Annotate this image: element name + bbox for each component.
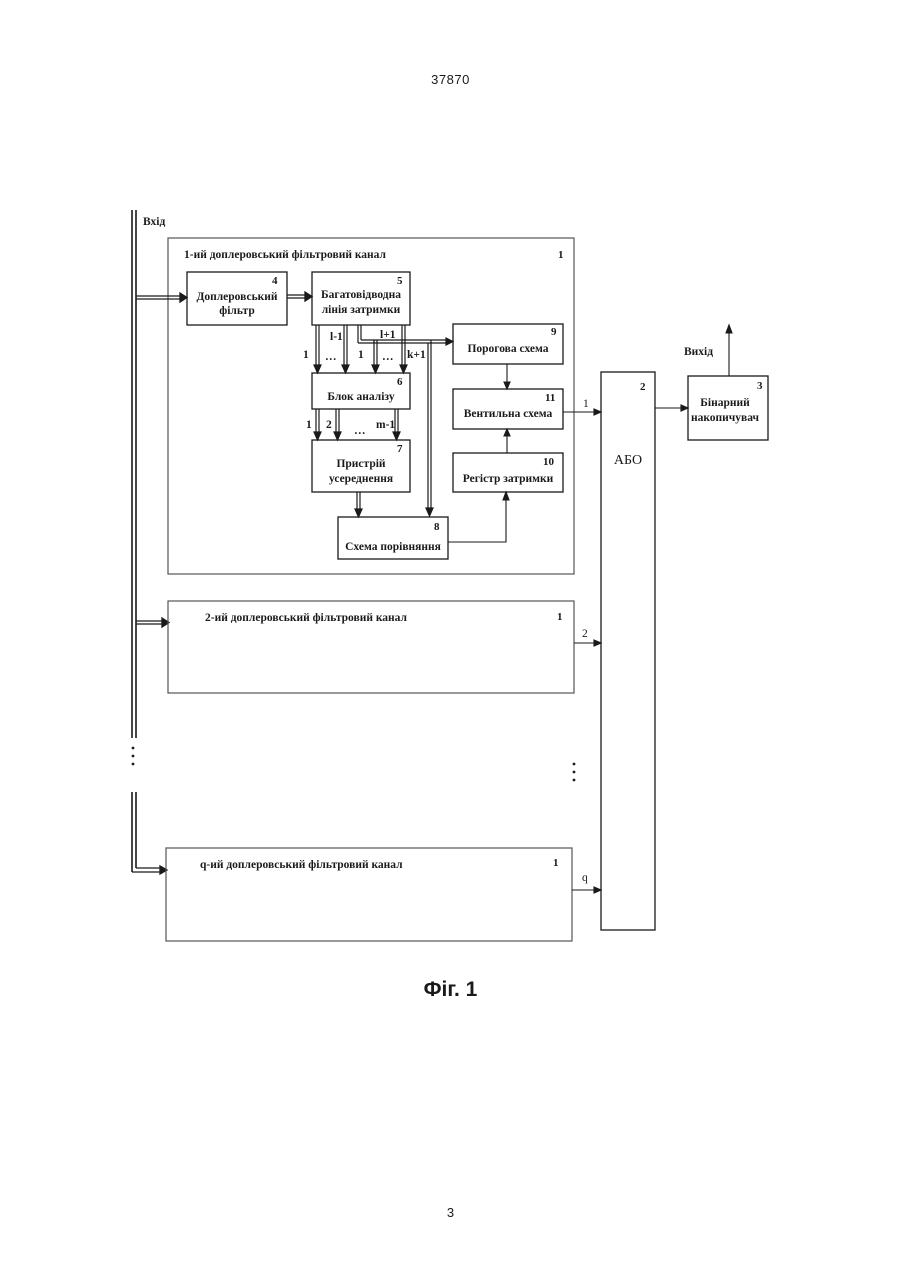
- arrow-threshold-to-gate: [504, 364, 510, 389]
- figure-caption: Фіг. 1: [0, 978, 901, 1002]
- arrow-averaging-to-comparison: [355, 492, 362, 517]
- doppler-filter-line1: Доплеровський: [196, 291, 277, 303]
- delay-line-num: 5: [397, 275, 403, 287]
- bus-to-channel-1: [136, 293, 187, 302]
- output-label: Вихід: [684, 346, 713, 358]
- channel-q-out-label: q: [582, 872, 588, 884]
- tap-label-l-plus-1: l+1: [380, 329, 396, 341]
- or-block-num: 2: [640, 381, 646, 393]
- arrow-filter-to-delay: [287, 292, 312, 301]
- avg-tap-2: 2: [326, 419, 332, 431]
- accumulator-line2: накопичувач: [691, 412, 760, 424]
- bus-to-channel-2: [136, 618, 169, 627]
- comparison-num: 8: [434, 521, 440, 533]
- channel-2-out-label: 2: [582, 628, 588, 640]
- channel-q-output-line: [572, 887, 601, 893]
- accumulator-num: 3: [757, 380, 763, 392]
- input-bus: [132, 210, 136, 872]
- gate-num: 11: [545, 392, 555, 404]
- page-number-bottom: 3: [0, 1205, 901, 1220]
- comparison-label: Схема порівняння: [345, 541, 441, 553]
- analysis-num: 6: [397, 376, 403, 388]
- bus-ellipsis: [132, 747, 135, 766]
- tap-label-1: 1: [303, 349, 309, 361]
- threshold-label: Порогова схема: [467, 343, 548, 355]
- tap-label-1b: 1: [358, 349, 364, 361]
- output-arrow: [726, 325, 732, 376]
- averaging-line1: Пристрій: [336, 458, 385, 470]
- channel-2-ref: 1: [557, 611, 563, 623]
- channel-1-ref: 1: [558, 249, 564, 261]
- averaging-num: 7: [397, 443, 403, 455]
- arrow-register-to-gate: [504, 429, 510, 453]
- tap-label-l-minus-1: l-1: [330, 331, 343, 343]
- bus-to-channel-q: [132, 866, 167, 874]
- arrow-or-to-accumulator: [655, 405, 688, 411]
- doppler-filter-line2: фільтр: [219, 305, 254, 317]
- channel-q-ref: 1: [553, 857, 559, 869]
- channel-1-out-label: 1: [583, 398, 589, 410]
- tap-label-k-plus-1: k+1: [407, 349, 426, 361]
- channel-q-title: q-ий доплеровський фільтровий канал: [200, 859, 403, 871]
- gate-label: Вентильна схема: [464, 408, 553, 420]
- channel-2-output-line: [574, 640, 601, 646]
- analysis-label: Блок аналізу: [327, 391, 394, 403]
- channel-1-title: 1-ий доплеровський фільтровий канал: [184, 249, 387, 261]
- channel-ellipsis: [573, 763, 576, 782]
- arrow-comparison-to-register: [448, 492, 509, 542]
- averaging-line2: усереднення: [329, 473, 393, 485]
- tap-dots-2: …: [382, 351, 394, 363]
- accumulator-line1: Бінарний: [700, 397, 750, 409]
- channel-2-title: 2-ий доплеровський фільтровий канал: [205, 612, 408, 624]
- doppler-filter-num: 4: [272, 275, 278, 287]
- or-block-label: АБО: [614, 453, 642, 468]
- avg-tap-dots: …: [354, 425, 366, 437]
- channel-1-output-line: [563, 409, 601, 415]
- input-label: Вхід: [143, 216, 165, 228]
- avg-tap-1: 1: [306, 419, 312, 431]
- delay-register-label: Регістр затримки: [463, 473, 554, 485]
- delay-line-line1: Багатовідводна: [321, 289, 401, 301]
- avg-tap-m-minus-1: m-1: [376, 419, 395, 431]
- threshold-num: 9: [551, 326, 557, 338]
- delay-line-line2: лінія затримки: [322, 304, 401, 316]
- delay-register-num: 10: [543, 456, 555, 468]
- tap-dots-1: …: [325, 351, 337, 363]
